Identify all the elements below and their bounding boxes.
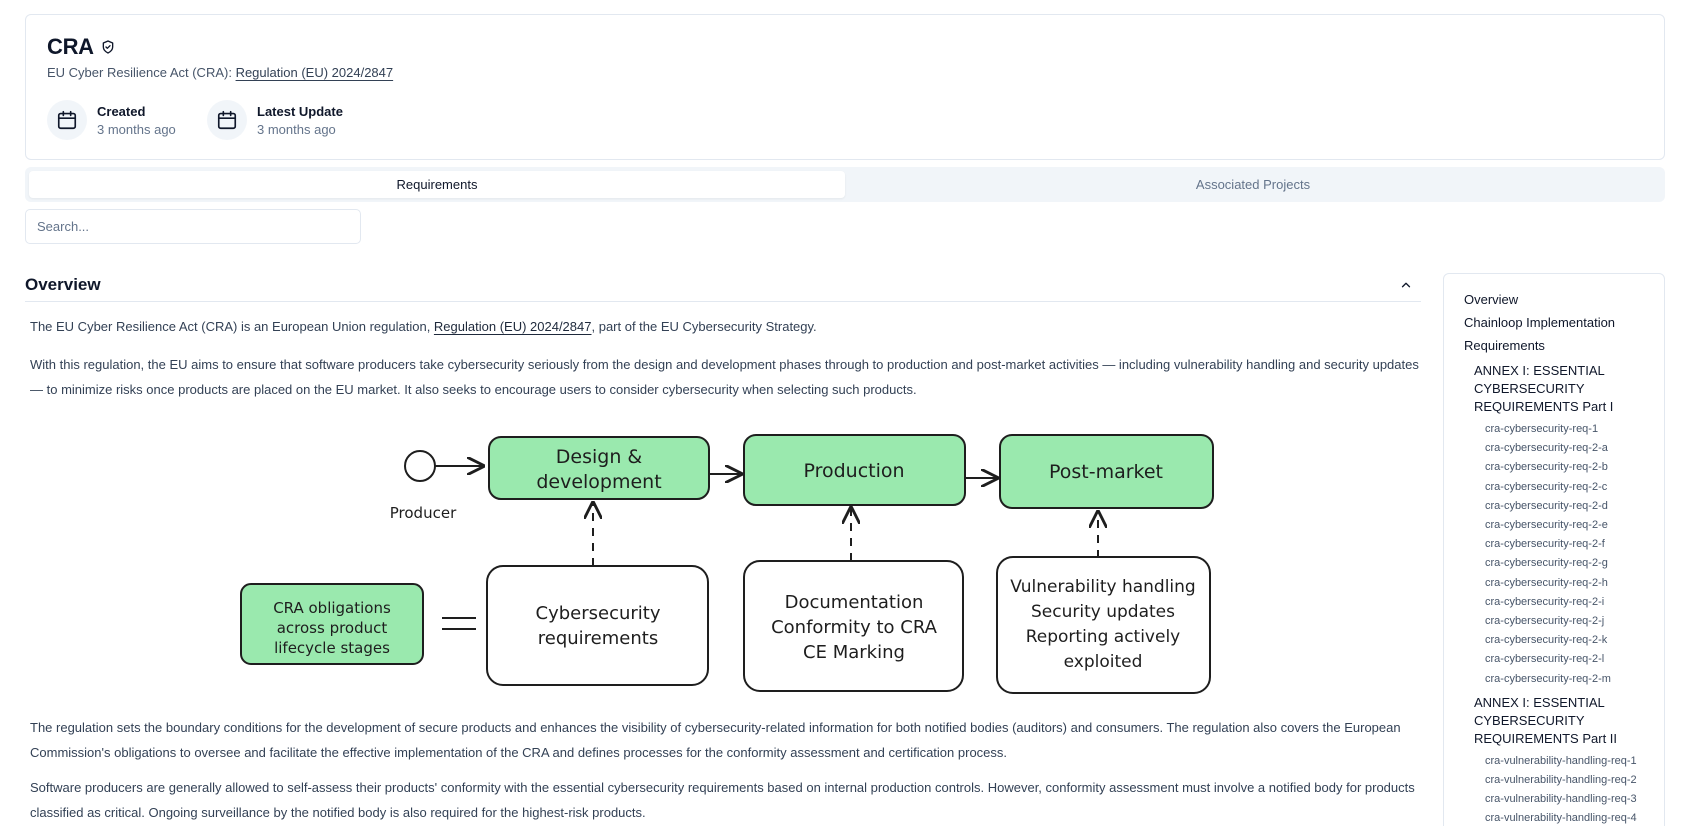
- toc-item[interactable]: cra-cybersecurity-req-2-g: [1485, 557, 1608, 570]
- page-title: CRA: [47, 34, 94, 59]
- standard-header-card: CRA EU Cyber Resilience Act (CRA): Regul…: [25, 14, 1665, 160]
- toc-item[interactable]: cra-cybersecurity-req-2-b: [1485, 461, 1608, 474]
- obligation-vuln-label-1: Vulnerability handling: [1010, 577, 1195, 597]
- toc-item[interactable]: cra-cybersecurity-req-2-k: [1485, 634, 1608, 647]
- obligation-vuln-label-4: exploited: [1064, 652, 1143, 672]
- tab-requirements[interactable]: Requirements: [29, 171, 845, 198]
- obligation-vuln-label-2: Security updates: [1031, 602, 1175, 622]
- toc-item[interactable]: cra-cybersecurity-req-2-e: [1485, 519, 1608, 532]
- table-of-contents: Overview Chainloop Implementation Requir…: [1443, 273, 1665, 826]
- toc-item[interactable]: cra-cybersecurity-req-2-f: [1485, 538, 1605, 551]
- calendar-icon: [47, 100, 87, 140]
- toc-annex-part-2[interactable]: ANNEX I: ESSENTIAL CYBERSECURITY REQUIRE…: [1474, 694, 1618, 746]
- stage-production-label: Production: [803, 460, 904, 482]
- p1-suffix: , part of the EU Cybersecurity Strategy.: [591, 319, 817, 334]
- overview-paragraph-2: With this regulation, the EU aims to ens…: [30, 357, 1419, 397]
- toc-item[interactable]: cra-cybersecurity-req-2-m: [1485, 672, 1611, 685]
- toc-requirements[interactable]: Requirements: [1464, 338, 1545, 353]
- toc-item[interactable]: cra-cybersecurity-req-2-h: [1485, 576, 1608, 589]
- created-meta: Created 3 months ago: [47, 100, 176, 140]
- page-subtitle: EU Cyber Resilience Act (CRA): Regulatio…: [47, 65, 393, 80]
- toc-item[interactable]: cra-cybersecurity-req-2-a: [1485, 442, 1608, 455]
- stage-postmarket-label: Post-market: [1049, 461, 1163, 483]
- chevron-up-icon[interactable]: [1399, 278, 1413, 292]
- toc-item[interactable]: cra-cybersecurity-req-2-c: [1485, 480, 1608, 493]
- overview-section: Overview The EU Cyber Resilience Act (CR…: [25, 268, 1421, 820]
- legend-label-3: lifecycle stages: [274, 639, 390, 657]
- obligation-vuln-box: [996, 556, 1211, 694]
- updated-meta: Latest Update 3 months ago: [207, 100, 343, 140]
- producer-node: [404, 450, 436, 482]
- obligation-doc-box: [743, 560, 964, 692]
- stage-production-box: [743, 434, 966, 506]
- calendar-icon: [207, 100, 247, 140]
- section-title: Overview: [25, 274, 101, 294]
- subtitle-prefix: EU Cyber Resilience Act (CRA):: [47, 65, 236, 80]
- obligation-doc-label-2: Conformity to CRA: [771, 617, 938, 638]
- regulation-link[interactable]: Regulation (EU) 2024/2847: [235, 65, 394, 80]
- toc-item[interactable]: cra-vulnerability-handling-req-4: [1485, 812, 1637, 825]
- verified-shield-icon: [102, 40, 114, 54]
- toc-item[interactable]: cra-cybersecurity-req-2-j: [1485, 615, 1605, 628]
- legend-label-2: across product: [277, 619, 388, 637]
- stage-design-label-1: Design &: [556, 446, 643, 468]
- tab-bar: Requirements Associated Projects: [25, 167, 1665, 202]
- obligation-cyber-box: [486, 565, 709, 686]
- created-value: 3 months ago: [97, 121, 176, 137]
- search-input[interactable]: [25, 209, 361, 244]
- toc-item[interactable]: cra-cybersecurity-req-2-d: [1485, 499, 1608, 512]
- toc-item[interactable]: cra-vulnerability-handling-req-3: [1485, 793, 1637, 806]
- stage-postmarket-box: [999, 434, 1214, 509]
- updated-value: 3 months ago: [257, 121, 336, 137]
- stage-design-label-2: development: [536, 471, 661, 493]
- obligation-doc-label-3: CE Marking: [803, 642, 905, 663]
- updated-label: Latest Update: [257, 103, 343, 119]
- toc-item[interactable]: cra-vulnerability-handling-req-1: [1485, 754, 1637, 767]
- tab-associated-projects[interactable]: Associated Projects: [1195, 177, 1311, 192]
- toc-overview[interactable]: Overview: [1464, 292, 1519, 307]
- toc-item[interactable]: cra-cybersecurity-req-2-l: [1485, 653, 1605, 666]
- legend-box: [240, 583, 424, 665]
- obligation-cyber-label-1: Cybersecurity: [536, 603, 661, 624]
- title-row: CRA: [47, 34, 116, 60]
- created-label: Created: [97, 103, 146, 119]
- overview-paragraph-1: The EU Cyber Resilience Act (CRA) is an …: [25, 314, 817, 339]
- overview-paragraph-3: The regulation sets the boundary conditi…: [30, 720, 1401, 760]
- regulation-link-inline[interactable]: Regulation (EU) 2024/2847: [433, 319, 592, 334]
- overview-header[interactable]: Overview: [25, 268, 1421, 302]
- toc-chainloop-implementation[interactable]: Chainloop Implementation: [1464, 315, 1616, 330]
- cra-lifecycle-diagram: Producer Design & development Production…: [240, 434, 1214, 694]
- toc-item[interactable]: cra-vulnerability-handling-req-2: [1485, 774, 1637, 787]
- overview-paragraph-4: Software producers are generally allowed…: [30, 780, 1415, 820]
- obligation-doc-label-1: Documentation: [785, 592, 924, 613]
- producer-label: Producer: [390, 504, 457, 522]
- stage-design-box: [488, 436, 710, 500]
- legend-label-1: CRA obligations: [273, 599, 391, 617]
- p1-prefix: The EU Cyber Resilience Act (CRA) is an …: [30, 319, 434, 334]
- toc-annex-part-1[interactable]: ANNEX I: ESSENTIAL CYBERSECURITY REQUIRE…: [1474, 363, 1614, 414]
- obligation-cyber-label-2: requirements: [538, 628, 658, 649]
- obligation-vuln-label-3: Reporting actively: [1026, 627, 1181, 647]
- toc-item[interactable]: cra-cybersecurity-req-1: [1485, 423, 1599, 435]
- toc-item[interactable]: cra-cybersecurity-req-2-i: [1485, 595, 1605, 608]
